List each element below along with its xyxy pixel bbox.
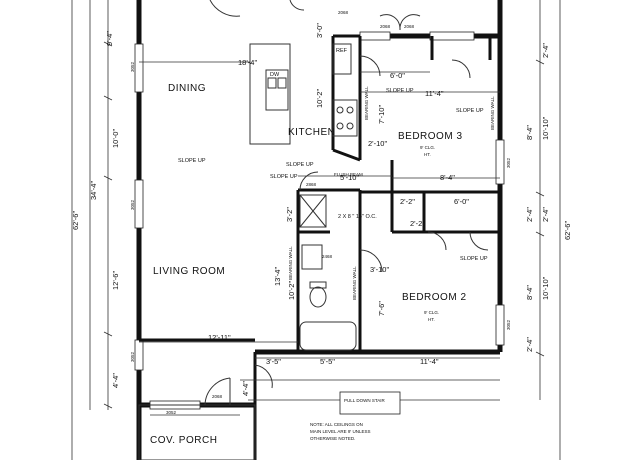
door-size-label: 2068 — [338, 10, 349, 15]
slope-note: SLOPE UP — [456, 108, 484, 114]
dim-label: 2'-2" — [410, 219, 425, 228]
dim-label: 18'-4" — [238, 58, 257, 67]
slope-note: SLOPE UP — [386, 88, 414, 94]
window-size-label: 3052 — [166, 410, 177, 415]
slope-note: SLOPE UP — [270, 174, 298, 180]
dim-label: 11'-4" — [420, 357, 439, 366]
ceiling-note: HT. — [428, 317, 435, 322]
door-size-label: 2068 — [212, 394, 223, 399]
room-label-dining: DINING — [168, 83, 206, 94]
ceiling-general-note: OTHERWISE NOTED. — [310, 436, 355, 441]
pull-down-stair-label: PULL DOWN STAIR — [344, 398, 386, 403]
exterior-walls — [136, 0, 503, 460]
room-label-living: LIVING ROOM — [153, 266, 225, 277]
kitchen-sink — [265, 69, 289, 111]
dim-label: 3'-2" — [285, 207, 294, 222]
window-size-label: 3052 — [130, 199, 135, 210]
door-size-label: 2868 — [306, 182, 317, 187]
door-size-label: 2468 — [322, 254, 333, 259]
dim-label: 2'-4" — [541, 43, 550, 58]
dishwasher-label: DW — [270, 72, 280, 78]
dim-label: 5'-5" — [320, 357, 335, 366]
ceiling-general-note: MAIN LEVEL ARE 9' UNLESS — [310, 429, 370, 434]
ceiling-note: 9' CLG. — [420, 145, 435, 150]
bearing-wall-note: BEARING WALL — [352, 266, 357, 300]
toilet — [309, 286, 327, 308]
vanity — [301, 244, 323, 270]
window-size-label: 3052 — [130, 61, 135, 72]
window-size-label: 3052 — [506, 157, 511, 168]
slope-note: SLOPE UP — [460, 256, 488, 262]
dim-label: 11'-4" — [425, 89, 444, 98]
room-label-kitchen: KITCHEN — [288, 127, 335, 138]
dim-label: 8'-4" — [525, 285, 534, 300]
shower — [299, 194, 327, 228]
dim-label: 6'-0" — [454, 197, 469, 206]
bath-fixtures — [299, 194, 357, 351]
dim-label: 2'-2" — [400, 197, 415, 206]
door-size-label: 2068 — [380, 24, 391, 29]
bearing-wall-note: BEARING WALL — [288, 246, 293, 280]
slope-note: SLOPE UP — [178, 158, 206, 164]
dim-label: 10'-10" — [541, 276, 550, 300]
dimension-lines — [71, 0, 561, 460]
slope-note: SLOPE UP — [286, 162, 314, 168]
dim-label: 2'-4" — [525, 207, 534, 222]
ceiling-note: HT. — [424, 152, 431, 157]
dim-label: 7'-6" — [377, 301, 386, 316]
pull-down-stair — [339, 391, 401, 415]
porch — [138, 391, 401, 460]
dim-label: 7'-10" — [377, 105, 386, 124]
ceiling-general-note: NOTE: ALL CEILINGS ON — [310, 422, 363, 427]
room-label-bedroom-2: BEDROOM 2 — [402, 292, 467, 303]
dim-label: 9'-4" — [105, 31, 114, 46]
dim-label: 5'-10" — [340, 173, 359, 182]
dim-label: 6'-0" — [390, 71, 405, 80]
room-label-porch: COV. PORCH — [150, 435, 217, 446]
dim-label: 10'-10" — [541, 116, 550, 140]
bearing-wall-note: BEARING WALL — [364, 86, 369, 120]
dim-label: 62'-6" — [71, 211, 80, 230]
ceiling-note: 9' CLG. — [424, 310, 439, 315]
dim-label: 10'-2" — [287, 281, 296, 300]
window-size-label: 3052 — [506, 319, 511, 330]
dim-label: 3'-5" — [266, 357, 281, 366]
dim-label: 3'-10" — [370, 265, 389, 274]
window-size-label: 3052 — [130, 351, 135, 362]
dim-label: 62'-6" — [563, 221, 572, 240]
kitchen-island — [249, 43, 291, 145]
dim-label: 10'-2" — [315, 89, 324, 108]
joist-note: 2 X 8 " 16" O.C. — [338, 214, 377, 220]
range — [332, 99, 358, 137]
dim-label: 2'-4" — [541, 207, 550, 222]
flush-beam-note: FLUSH BEAM — [334, 172, 363, 177]
refrigerator-label: REF — [336, 48, 348, 54]
dim-label: 34'-4" — [89, 181, 98, 200]
refrigerator — [332, 43, 352, 75]
dim-label: 13'-4" — [273, 267, 282, 286]
dim-label: 4'-4" — [111, 373, 120, 388]
dim-label: 10'-0" — [111, 129, 120, 148]
dim-label: 3'-0" — [315, 23, 324, 38]
dim-label: 8'-4" — [525, 125, 534, 140]
bathtub — [299, 321, 357, 351]
door-size-label: 2068 — [404, 24, 415, 29]
room-label-bedroom-3: BEDROOM 3 — [398, 131, 463, 142]
dim-label: 12'-11" — [208, 333, 231, 342]
dim-label: 2'-4" — [525, 337, 534, 352]
dim-label: 12'-6" — [111, 271, 120, 290]
kitchen-fixtures — [249, 43, 358, 145]
bearing-wall-note: BEARING WALL — [490, 96, 495, 130]
dim-label: 8'-4" — [440, 173, 455, 182]
dim-label: 4'-4" — [241, 381, 250, 396]
doors — [204, 0, 489, 406]
interior-walls — [139, 34, 500, 352]
dim-label: 2'-10" — [368, 139, 387, 148]
